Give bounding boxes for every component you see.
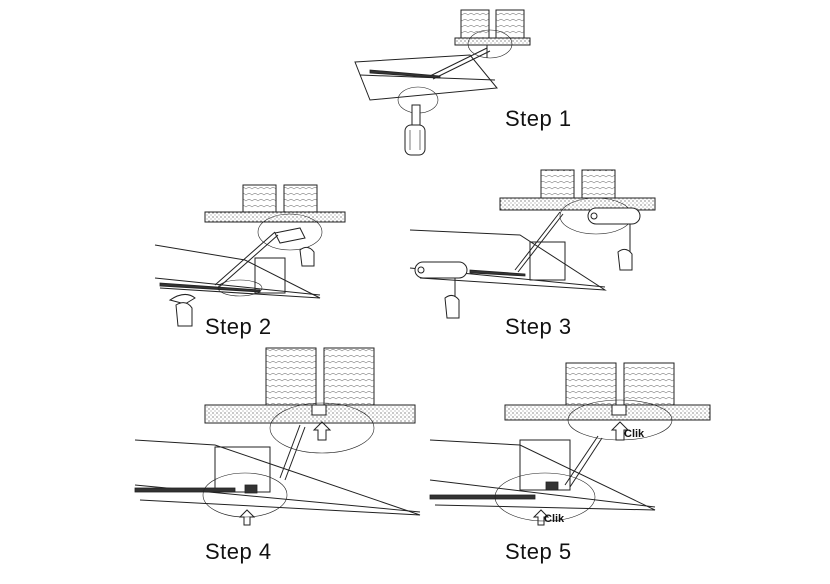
step-5-drawing — [429, 362, 711, 526]
click-annotation-lower: Clik — [544, 513, 565, 525]
step-3-label: Step 3 — [505, 314, 572, 339]
click-annotation-upper: Clik — [624, 428, 645, 440]
step-4-drawing — [134, 347, 421, 526]
step-2-drawing — [154, 184, 346, 327]
step-1-drawing — [354, 9, 531, 156]
step-5-label: Step 5 — [505, 539, 572, 564]
step-2-label: Step 2 — [205, 314, 272, 339]
step-4-label: Step 4 — [205, 539, 272, 564]
step-3-drawing — [409, 169, 656, 319]
step-1-label: Step 1 — [505, 106, 572, 131]
